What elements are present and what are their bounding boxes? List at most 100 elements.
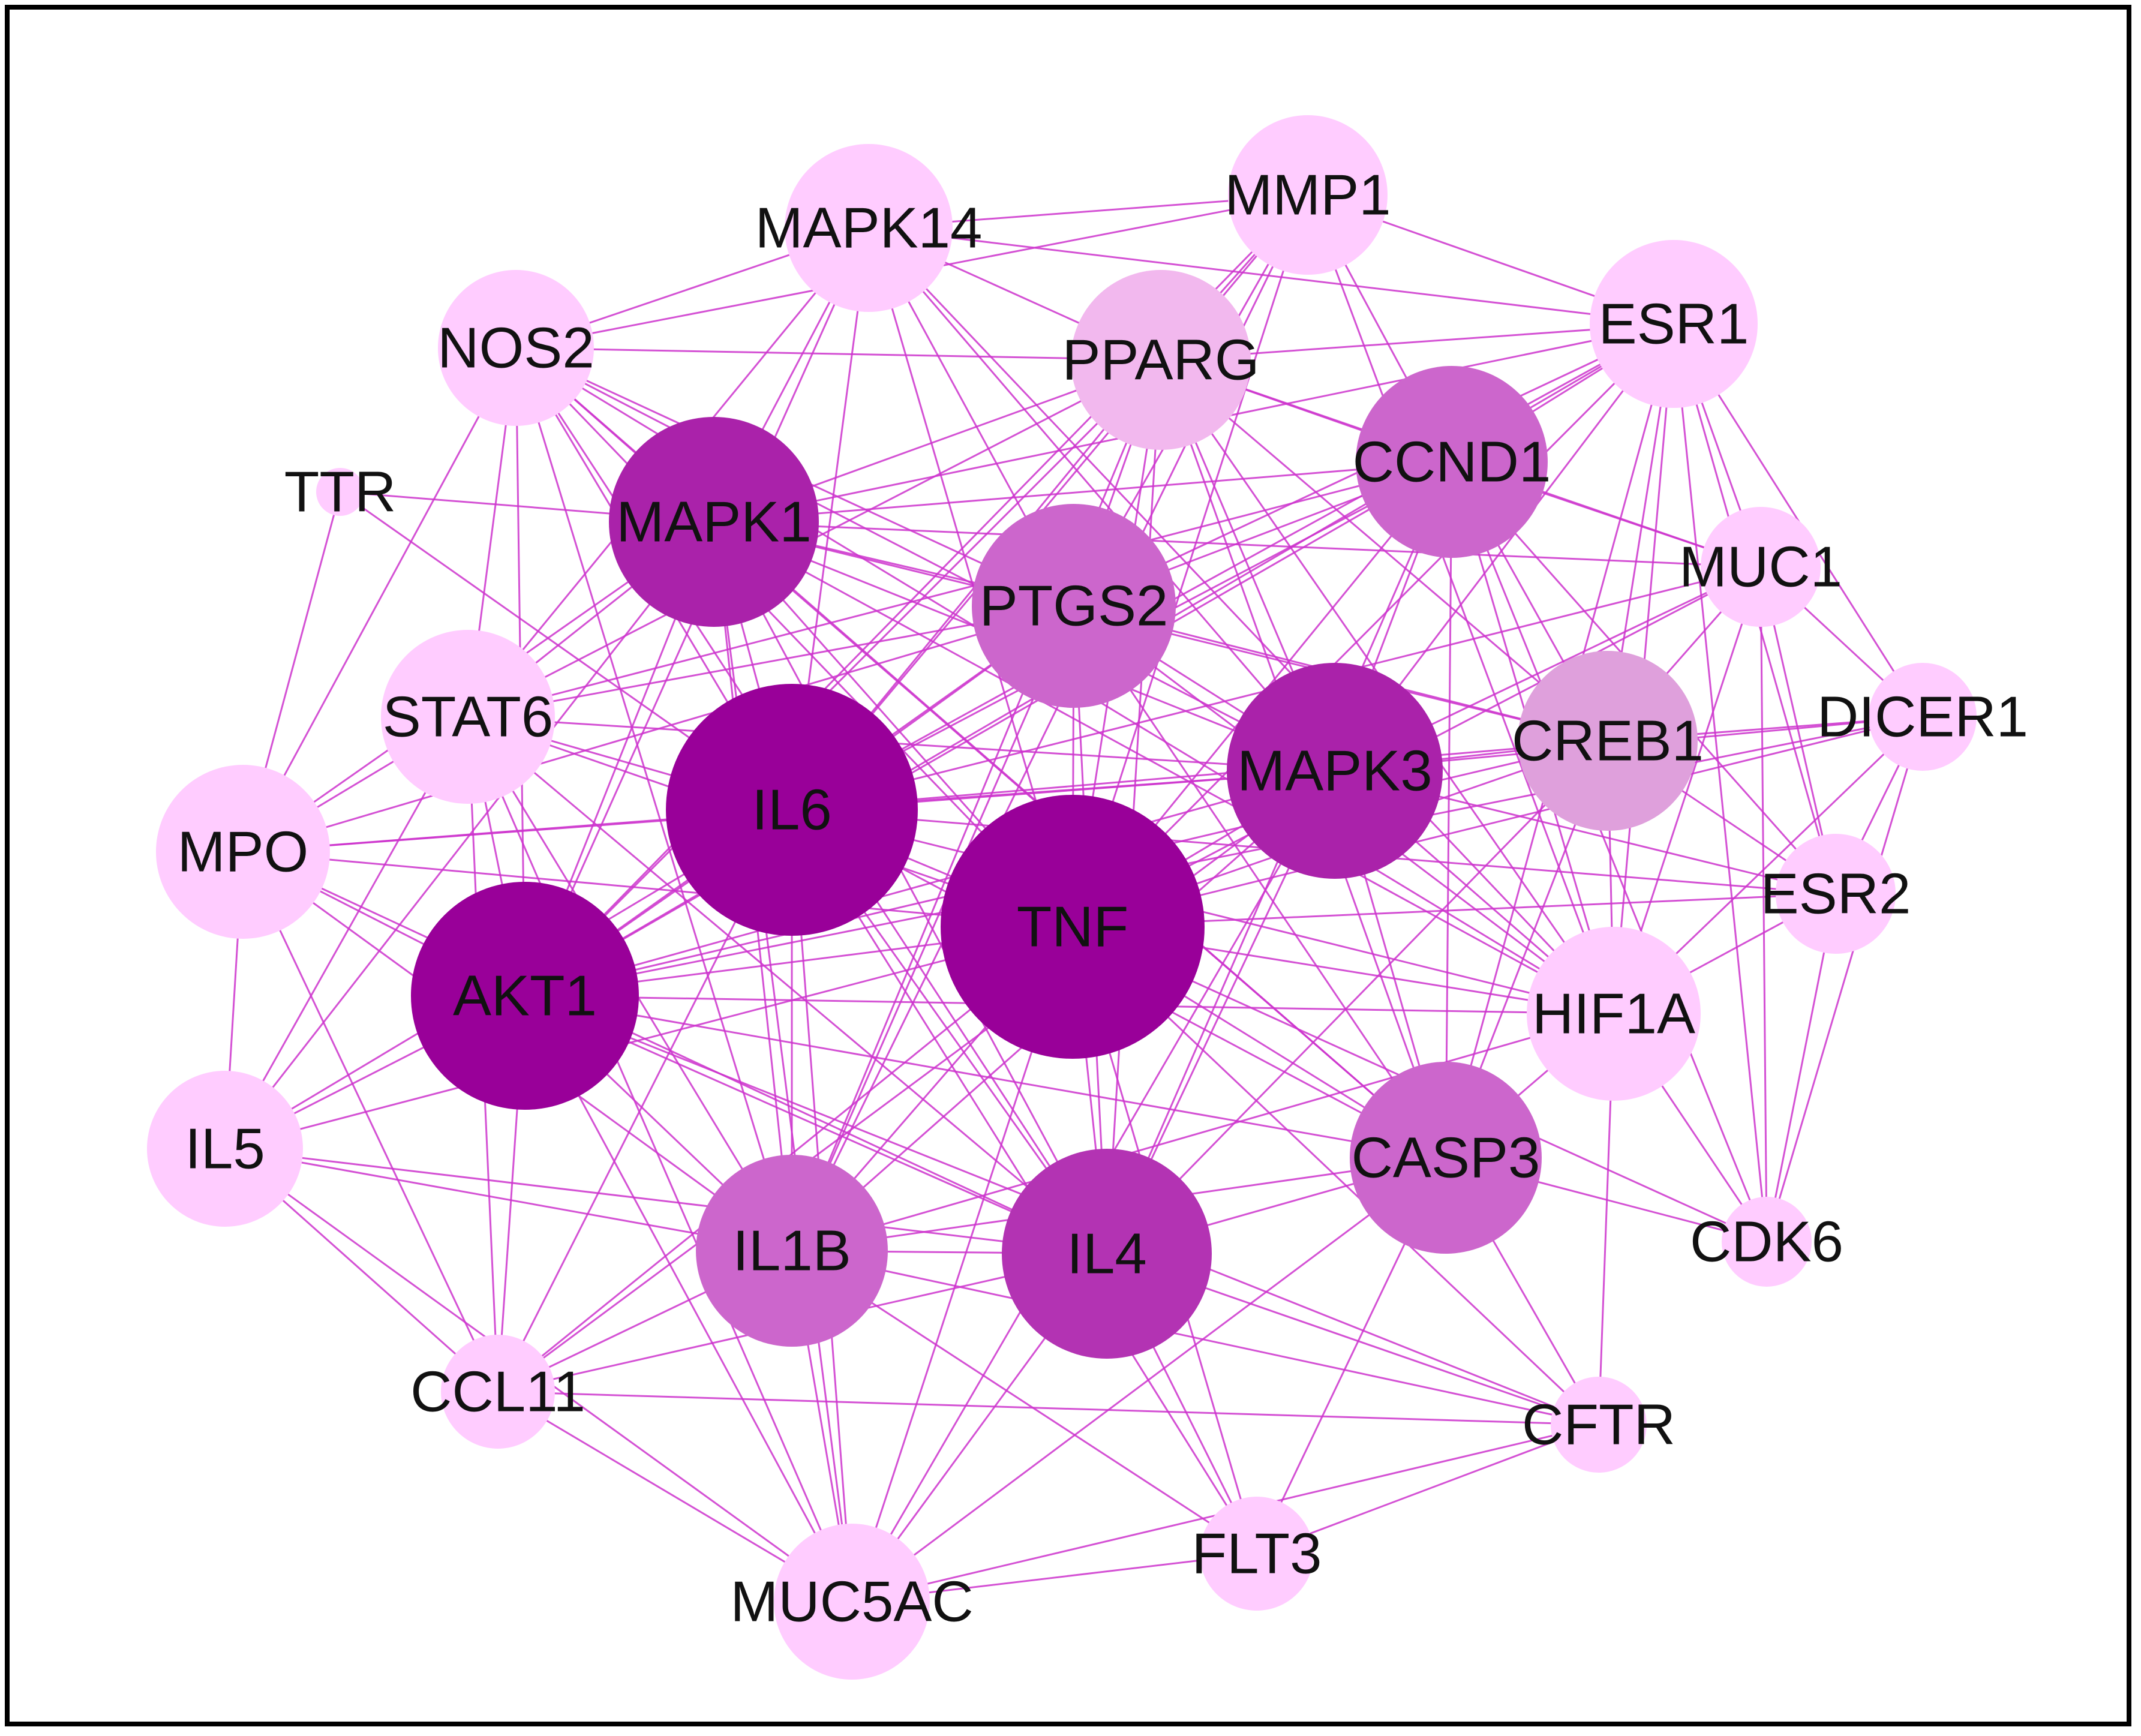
node-label-il6: IL6 xyxy=(752,778,831,842)
edge-ccnd1-stat6 xyxy=(467,461,1452,718)
node-circle-nos2 xyxy=(438,270,594,426)
node-circle-ptgs2 xyxy=(972,504,1176,708)
node-label-mapk1: MAPK1 xyxy=(616,490,811,554)
node-label-flt3: FLT3 xyxy=(1192,1522,1322,1586)
node-circle-mmp1 xyxy=(1228,115,1388,275)
node-mpo: MPO xyxy=(156,765,330,939)
edge-il4-creb1 xyxy=(1106,740,1609,1255)
node-ccl11: CCL11 xyxy=(410,1335,585,1449)
node-label-creb1: CREB1 xyxy=(1512,709,1704,773)
edge-tnf-esr1 xyxy=(1071,323,1675,928)
node-circle-muc1 xyxy=(1701,507,1821,627)
node-circle-creb1 xyxy=(1518,651,1698,831)
node-layer: TNFIL6AKT1MAPK1MAPK3IL4PTGS2CCND1CASP3IL… xyxy=(147,115,2028,1680)
edge-stat6-muc5ac xyxy=(467,716,853,1602)
edge-il1b-cftr xyxy=(791,1250,1599,1426)
edge-il1b-hif1a xyxy=(791,1013,1614,1252)
node-ttr: TTR xyxy=(284,460,397,524)
node-mapk3: MAPK3 xyxy=(1227,663,1443,879)
node-dicer1: DICER1 xyxy=(1817,663,2028,771)
node-circle-il6 xyxy=(666,684,918,936)
edge-mapk3-ccl11 xyxy=(497,770,1335,1393)
node-circle-mapk14 xyxy=(785,144,953,312)
edge-ptgs2-casp3 xyxy=(1073,605,1447,1158)
node-circle-cdk6 xyxy=(1722,1197,1812,1287)
node-esr1: ESR1 xyxy=(1590,240,1758,408)
edge-esr1-cdk6 xyxy=(1672,323,1768,1242)
node-circle-mpo xyxy=(156,765,330,939)
node-hif1a: HIF1A xyxy=(1527,927,1701,1101)
node-circle-esr1 xyxy=(1590,240,1758,408)
node-cftr: CFTR xyxy=(1522,1377,1675,1473)
edge-ccnd1-cdk6 xyxy=(1451,461,1768,1242)
edge-akt1-casp3 xyxy=(524,995,1446,1159)
node-pparg: PPARG xyxy=(1062,270,1259,450)
node-label-nos2: NOS2 xyxy=(437,316,594,380)
node-label-mapk3: MAPK3 xyxy=(1237,739,1432,803)
edge-il1b-il5 xyxy=(224,1148,792,1252)
edge-il4-il5 xyxy=(224,1148,1107,1255)
node-label-cftr: CFTR xyxy=(1522,1393,1675,1457)
node-il6: IL6 xyxy=(666,684,918,936)
node-circle-pparg xyxy=(1071,270,1251,450)
node-label-muc5ac: MUC5AC xyxy=(730,1570,973,1634)
node-circle-il5 xyxy=(147,1071,303,1227)
node-circle-ttr xyxy=(316,468,364,516)
node-label-tnf: TNF xyxy=(1017,895,1129,959)
node-label-il4: IL4 xyxy=(1067,1222,1146,1286)
edge-mapk14-hif1a xyxy=(867,227,1615,1015)
edge-akt1-pparg xyxy=(524,359,1162,997)
node-label-hif1a: HIF1A xyxy=(1532,982,1695,1046)
node-mapk1: MAPK1 xyxy=(609,417,819,627)
node-tnf: TNF xyxy=(941,795,1205,1059)
node-circle-esr2 xyxy=(1776,834,1896,954)
node-circle-tnf xyxy=(941,795,1205,1059)
node-il5: IL5 xyxy=(147,1071,303,1227)
edge-akt1-ccnd1 xyxy=(524,461,1452,997)
node-label-cdk6: CDK6 xyxy=(1690,1210,1843,1274)
node-label-mmp1: MMP1 xyxy=(1224,163,1391,227)
node-label-mpo: MPO xyxy=(178,820,309,884)
node-circle-ccl11 xyxy=(441,1335,555,1449)
node-circle-dicer1 xyxy=(1869,663,1977,771)
node-label-stat6: STAT6 xyxy=(383,685,553,749)
node-label-il5: IL5 xyxy=(185,1117,265,1181)
node-circle-il1b xyxy=(696,1155,888,1347)
node-label-akt1: AKT1 xyxy=(453,964,597,1028)
edge-il1b-nos2 xyxy=(515,347,793,1251)
node-ccnd1: CCND1 xyxy=(1353,366,1551,558)
node-label-ccnd1: CCND1 xyxy=(1353,430,1551,494)
edge-mapk3-stat6 xyxy=(467,716,1335,772)
node-circle-akt1 xyxy=(411,882,639,1110)
node-stat6: STAT6 xyxy=(381,630,555,804)
edge-il6-flt3 xyxy=(791,809,1258,1554)
edge-pparg-nos2 xyxy=(515,347,1161,361)
node-label-esr2: ESR2 xyxy=(1761,862,1911,926)
edge-il6-creb1 xyxy=(791,740,1608,811)
edge-ptgs2-il1b xyxy=(791,605,1075,1251)
edge-akt1-mapk3 xyxy=(524,770,1335,997)
node-muc1: MUC1 xyxy=(1679,507,1842,627)
edge-nos2-mpo xyxy=(242,347,517,852)
edge-mapk1-ccnd1 xyxy=(713,461,1452,523)
node-label-casp3: CASP3 xyxy=(1352,1126,1541,1190)
node-label-ccl11: CCL11 xyxy=(410,1360,585,1424)
edge-tnf-dicer1 xyxy=(1072,716,1923,928)
node-label-mapk14: MAPK14 xyxy=(755,196,983,260)
node-circle-muc5ac xyxy=(774,1524,930,1680)
node-circle-mapk3 xyxy=(1227,663,1443,879)
node-label-dicer1: DICER1 xyxy=(1817,685,2028,749)
node-muc5ac: MUC5AC xyxy=(730,1524,974,1680)
node-flt3: FLT3 xyxy=(1192,1497,1322,1611)
node-circle-ccnd1 xyxy=(1356,366,1548,558)
node-creb1: CREB1 xyxy=(1512,651,1704,831)
node-mapk14: MAPK14 xyxy=(755,144,983,312)
edge-creb1-pparg xyxy=(1160,359,1608,742)
edge-mpo-ccl11 xyxy=(242,851,499,1392)
node-circle-stat6 xyxy=(381,630,555,804)
node-il1b: IL1B xyxy=(696,1155,888,1347)
node-akt1: AKT1 xyxy=(411,882,639,1110)
node-esr2: ESR2 xyxy=(1761,834,1911,954)
node-circle-flt3 xyxy=(1200,1497,1314,1611)
